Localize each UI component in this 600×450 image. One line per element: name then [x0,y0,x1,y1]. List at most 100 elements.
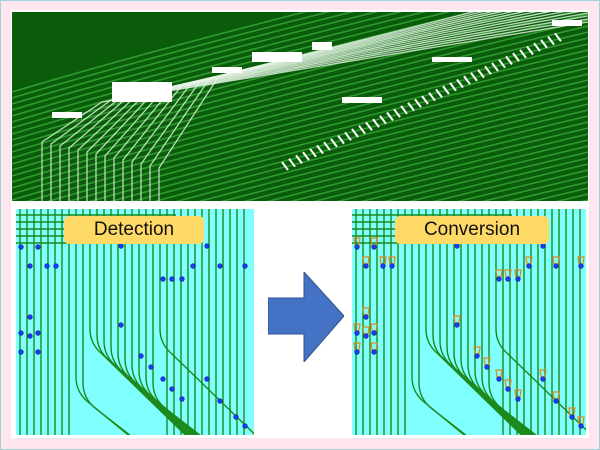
converted-pad-outline [514,269,522,278]
trace [152,209,201,435]
via-dot [380,263,386,269]
board-pad-finger [428,92,436,102]
board-trace [46,61,588,201]
trace [89,209,186,435]
via-dot [505,276,511,282]
trace [75,209,129,435]
trace [159,209,254,435]
board-pad-finger [386,111,394,122]
board-pad-finger [330,138,338,148]
via-dot [496,376,502,382]
board-trace [408,157,588,201]
trace [446,209,527,435]
board-trace-light [149,12,484,201]
via-dot [474,353,480,359]
converted-pad-outline [539,369,547,378]
board-trace [12,25,588,177]
board-pad-finger [281,161,289,171]
board-trace-light [131,12,503,201]
board-trace-light [95,12,552,201]
detection-panel: Detection [16,209,254,435]
board-pad-finger [526,45,534,56]
board-trace [109,79,588,201]
board-pad [342,97,382,103]
via-dot [27,263,33,269]
converted-pad-outline [552,391,560,400]
board-pad-finger [358,125,366,135]
board-pad [312,42,332,50]
board-trace [12,12,379,111]
trace [474,209,534,435]
via-dot [526,263,532,269]
converted-pad-outline [495,269,503,278]
via-dot [160,376,166,382]
via-dot [515,396,521,402]
via-dot [160,276,166,282]
via-dot [553,263,559,269]
board-trace [175,97,588,201]
via-dot [18,330,24,336]
trace [131,209,196,435]
converted-pad-outline [568,407,576,416]
board-pad-finger [372,118,380,128]
converted-pad-outline [453,315,461,324]
trace [488,209,537,435]
conversion-panel: Conversion [352,209,586,435]
via-dot [35,330,41,336]
board-trace [12,12,332,99]
trace [481,209,535,435]
board-trace [131,85,588,201]
converted-pad-outline [525,256,533,265]
board-pad-finger [414,98,422,108]
board-trace [12,12,403,117]
board-trace [384,151,588,201]
board-pad-finger [323,141,331,151]
via-dot [138,353,144,359]
board-trace [336,139,588,201]
via-dot [44,263,50,269]
conversion-label: Conversion [395,216,549,244]
via-dot [118,243,124,249]
board-pad-finger [519,49,527,59]
board-trace [12,49,588,201]
via-dot [505,386,511,392]
board-pad-finger [470,72,478,82]
via-dot [35,244,41,250]
board-trace [67,67,588,201]
right-arrow-icon [268,272,344,362]
via-dot [354,244,360,250]
via-dot [217,263,223,269]
via-dot [118,322,124,328]
converted-pad-outline [483,357,491,366]
converted-pad-outline [353,237,361,246]
trace [124,209,194,435]
board-trace-light [77,12,581,201]
via-dot [363,314,369,320]
board-pad-finger [463,75,471,85]
via-dot [169,276,175,282]
via-dot [496,276,502,282]
converted-pad-outline [370,323,378,332]
board-trace [266,121,588,201]
board-trace [25,55,588,201]
board-pad-finger [491,62,499,72]
board-pad-finger [302,151,310,161]
board-trace [481,175,588,201]
board-trace [88,73,588,201]
board-pad-finger [393,108,401,118]
via-dot [363,333,369,339]
board-pad-finger [379,115,387,125]
board-trace-light [41,21,588,201]
converted-pad-outline [379,256,387,265]
via-dot [578,423,584,429]
via-dot [179,276,185,282]
via-dot [204,243,210,249]
via-dot [233,414,239,420]
board-pad-finger [288,158,296,168]
trace [418,209,467,435]
trace [439,209,526,435]
via-dot [553,398,559,404]
via-dot [18,244,24,250]
board-pad-finger [337,134,345,145]
trace [103,209,190,435]
